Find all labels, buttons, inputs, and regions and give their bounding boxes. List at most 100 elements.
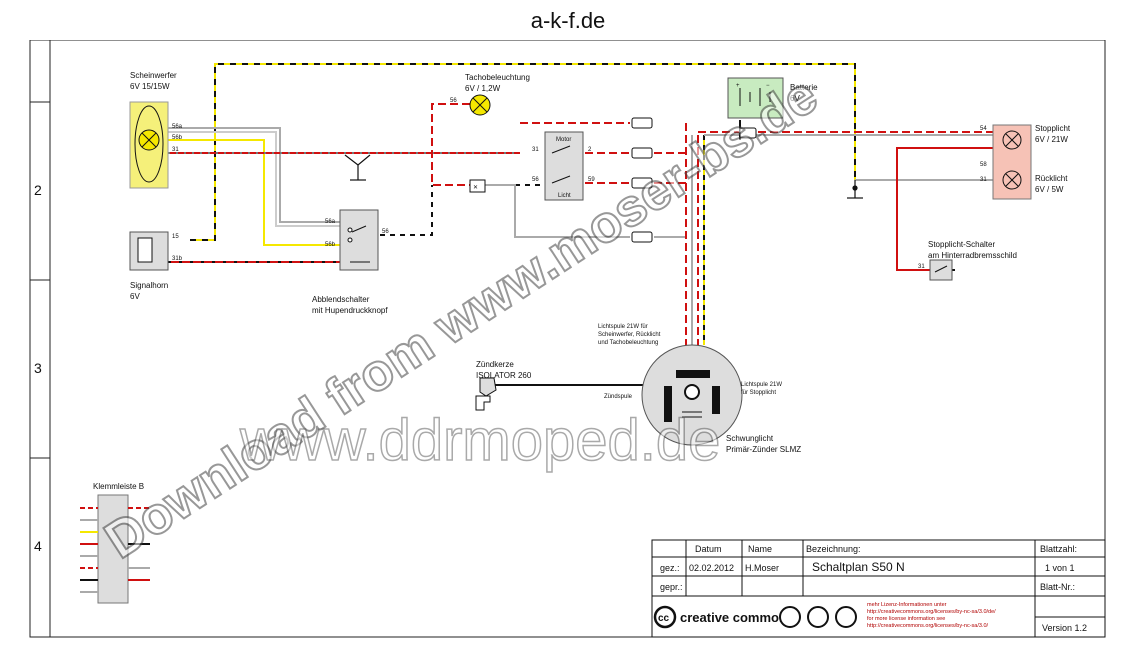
lichtspule-a-icon [676,370,710,378]
lichtspule-b-icon [712,386,720,414]
label-signalhorn-spec: 6V [130,292,140,301]
connector-cross: ✕ [473,185,478,191]
wire-56a2 [168,131,340,227]
klemmleiste [97,494,129,604]
label-stopplicht-spec: 6V / 21W [1035,135,1068,144]
pin-56b: 56b [172,135,183,141]
row-number: 2 [34,182,42,198]
by-icon [779,606,801,628]
pin-31b: 31b [172,256,183,262]
row-number: 4 [34,538,42,554]
label-abblendschalter-spec: mit Hupendruckknopf [312,306,388,315]
th-blattzahl: Blattzahl: [1040,544,1077,554]
pin-31: 31 [172,147,179,153]
blattzahl-value: 1 von 1 [1045,563,1075,573]
switch-lever-icon [551,145,571,154]
label-lichtspule-b1: Lichtspule 21W [741,382,782,388]
wire-stopp [896,147,1000,271]
label-zuendspule: Zündspule [604,394,633,400]
wires [168,63,1000,386]
label-tacho-spec: 6V / 1,2W [465,84,501,93]
label-scheinwerfer-spec: 6V 15/15W [130,82,170,91]
wire-15-black [190,63,856,241]
label-licht: Licht [558,193,571,199]
th-bezeichnung: Bezeichnung: [806,544,861,554]
title-block [651,539,1106,638]
label-lichtspule-a1: Lichtspule 21W für [598,324,648,330]
row-gez: gez.: [660,563,680,573]
label-signalhorn: Signalhorn [130,281,168,290]
label-ruecklicht: Rücklicht [1035,174,1068,183]
nc-icon [807,606,829,628]
svg-text:cc: cc [658,613,670,624]
label-stoppschalter: Stopplicht-Schalter [928,240,995,249]
pin-56a: 56a [325,219,336,225]
pin-2: 2 [588,147,592,153]
schematic-sheet: 2 3 4 [0,39,1136,640]
connector-icon [469,179,486,193]
version-label: Version 1.2 [1042,623,1087,633]
gez-name: H.Moser [745,563,779,573]
battery-icon [727,77,784,119]
gez-date: 02.02.2012 [689,563,734,573]
abblendschalter [339,209,379,271]
cc-info-4[interactable]: http://creativecommons.org/licenses/by-n… [867,623,989,629]
label-zuendkerze: Zündkerze [476,360,514,369]
cc-info-2[interactable]: http://creativecommons.org/licenses/by-n… [867,609,996,615]
th-datum: Datum [695,544,722,554]
cc-info-1: mehr Lizenz-Informationen unter [867,602,947,608]
cam-icon [684,384,700,400]
cc-logo-text: creative commons [680,610,794,625]
th-name: Name [748,544,772,554]
pin-31: 31 [980,177,987,183]
label-batterie-spec: 6V [790,94,800,103]
ground-symbols [344,154,863,199]
browser-bar: a-k-f.de [0,0,1136,40]
label-tacho: Tachobeleuchtung [465,73,530,82]
label-klemmleiste: Klemmleiste B [93,482,144,491]
wire-56b [168,139,340,246]
stopplicht-schalter [929,259,953,281]
label-lichtspule-a2: Scheinwerfer, Rücklicht [598,332,661,338]
pin-15: 15 [172,234,179,240]
url-label[interactable]: a-k-f.de [530,8,606,33]
label-schwungzuender-spec: Primär-Zünder SLMZ [726,445,801,454]
pin-56: 56 [450,98,457,104]
klemmleiste-wires [80,507,150,593]
th-blattnr: Blatt-Nr.: [1040,582,1075,592]
sheet-border [29,39,1106,638]
sa-icon [835,606,857,628]
cc-icon [653,605,677,629]
wiring-diagram: 2 3 4 [29,39,1106,638]
wire-56 [380,185,433,236]
watermark-moser: Download from www.moser-bs.de [95,66,828,570]
pin-56a: 56a [172,124,183,130]
switch-lever-icon [934,265,948,273]
label-ruecklicht-spec: 6V / 5W [1035,185,1064,194]
pin-54: 54 [980,126,987,132]
watermark-ddrmoped: www.ddrmoped.de [239,408,720,473]
pin-31: 31 [532,147,539,153]
row-gepr: gepr.: [660,582,683,592]
label-motor: Motor [556,137,571,143]
pin-31: 31 [918,264,925,270]
label-abblendschalter: Abblendschalter [312,295,370,304]
label-stopplicht: Stopplicht [1035,124,1071,133]
cc-info-3: for more license information see [867,616,945,622]
zuendlichtschalter [544,131,584,201]
wire-grey-low [485,184,630,238]
label-stoppschalter-spec: am Hinterradbremsschild [928,251,1017,260]
wire-tacho [431,103,470,186]
headlight-reflector [134,105,164,183]
svg-text:+: + [736,83,740,89]
pin-56: 56 [382,229,389,235]
wire-56a [168,127,340,223]
label-lichtspule-a3: und Tachobeleuchtung [598,340,658,346]
zuendkerze-icon [475,395,491,411]
zuendspule-icon [664,386,672,422]
connectors [631,117,757,243]
switch-lever-icon [351,225,367,233]
pin-56b: 56b [325,242,336,248]
svg-text:−: − [766,83,770,89]
drawing-title: Schaltplan S50 N [812,560,905,574]
